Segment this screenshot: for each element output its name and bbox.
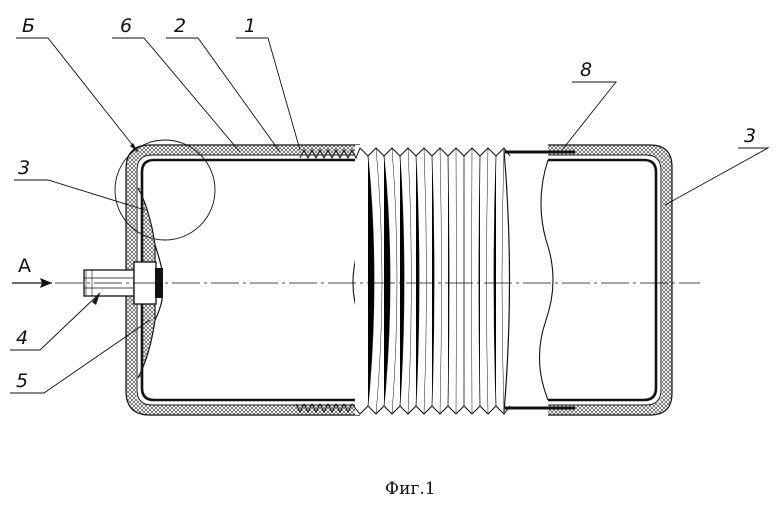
label-6: 6 xyxy=(120,15,132,37)
break-line-right xyxy=(539,160,553,400)
label-3-left: 3 xyxy=(18,157,30,179)
label-2: 2 xyxy=(174,15,186,37)
label-8: 8 xyxy=(580,59,592,81)
label-1: 1 xyxy=(244,15,256,37)
label-4: 4 xyxy=(16,327,28,349)
view-arrow-a xyxy=(12,278,52,288)
label-3-right: 3 xyxy=(744,125,756,147)
vessel-right-wall xyxy=(548,145,672,415)
label-view-a: А xyxy=(18,255,31,277)
corrugated-section xyxy=(296,145,510,415)
figure-caption: Фиг.1 xyxy=(385,479,436,499)
label-5: 5 xyxy=(16,370,28,392)
label-detail-b: Б xyxy=(22,15,35,37)
